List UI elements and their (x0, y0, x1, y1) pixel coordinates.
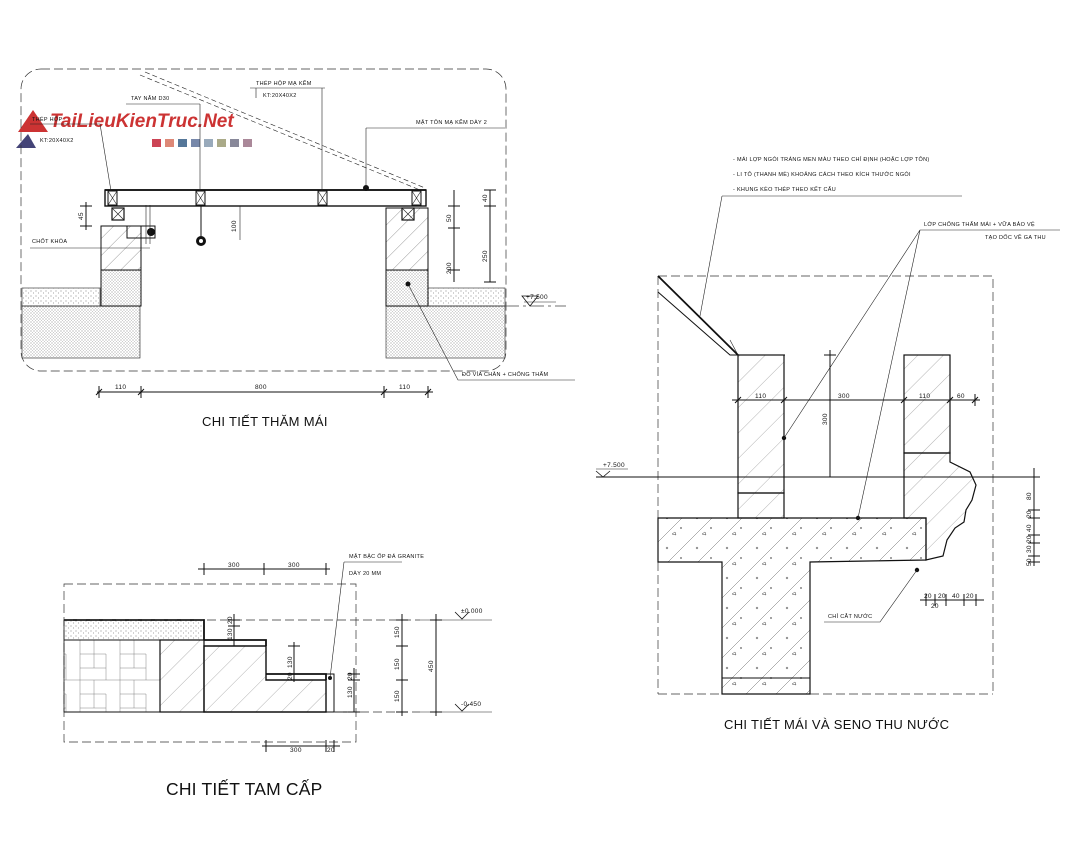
dim-gutter-b1: 20 (938, 593, 946, 600)
dim-step-l3: 130 (287, 656, 294, 668)
dim-gutter-300: 300 (838, 393, 850, 400)
dim-250: 250 (482, 250, 489, 262)
dim-gutter-b4: 20 (931, 603, 939, 610)
latch (147, 228, 155, 236)
note-granite: MẶT BẬC ỐP ĐÁ GRANITE (349, 553, 424, 560)
dim-step-top-0: 300 (228, 562, 240, 569)
right-wall (903, 354, 951, 454)
roof-gutter-dimensions: 110 300 110 60 300 80 20 40 20 30 50 20 … (732, 350, 1040, 610)
dim-gutter-b2: 40 (952, 593, 960, 600)
watermark-logo: TaiLieuKienTruc.Net (16, 110, 252, 148)
label-steel-tube-size: KT:20X40X2 (263, 93, 297, 99)
step-title: CHI TIẾT TAM CẤP (166, 778, 323, 799)
roof-slab (657, 517, 927, 695)
dim-40: 40 (482, 194, 489, 202)
watermark-text: TaiLieuKienTruc.Net (50, 111, 234, 132)
dim-50: 50 (446, 214, 453, 222)
roof-hatch-title: CHI TIẾT THĂM MÁI (202, 414, 328, 429)
label-latch: CHỐT KHÓA (32, 238, 67, 245)
hatch-lid (104, 189, 427, 207)
dim-step-r0: 150 (394, 626, 401, 638)
dim-step-r3: 450 (428, 660, 435, 672)
roof-gutter-labels: - MÁI LỢP NGÓI TRÁNG MEN MÀU THEO CHỈ ĐỊ… (699, 156, 1060, 623)
step-dimensions: 300 300 20 130 130 20 130 20 150 150 150… (198, 562, 442, 754)
note-batten: - LI TÔ (THANH MÈ) KHOẢNG CÁCH THEO KÍCH… (733, 171, 911, 178)
label-sheet: MẶT TÔN MẠ KẼM DÀY 2 (416, 119, 487, 126)
dim-100: 100 (231, 220, 238, 232)
roof-hatch-labels: THÉP HỘP MẠ KẼM KT:20X40X2 TAY NẮM D30 T… (30, 80, 575, 381)
dim-gutter-110-right: 110 (919, 393, 930, 400)
dim-gutter-r1: 20 (1026, 510, 1033, 518)
hatch-boundary (20, 68, 507, 372)
note-thickness: DÀY 20 MM (349, 570, 381, 577)
note-slope: TẠO DỐC VỀ GA THU (985, 234, 1046, 241)
dim-gutter-r2: 40 (1026, 524, 1033, 532)
dim-step-b1: 20 (327, 747, 335, 754)
dim-step-top-1: 300 (288, 562, 300, 569)
roof-gutter-detail: +7.500 (595, 275, 1034, 695)
label-frame: THÉP HỘP (32, 116, 62, 123)
right-curb (385, 207, 429, 271)
dim-gutter-r3: 20 (1026, 535, 1033, 543)
step-detail (63, 583, 420, 743)
left-wall (737, 354, 785, 494)
dim-gutter-r0: 80 (1026, 492, 1033, 500)
dim-gutter-110-left: 110 (755, 393, 766, 400)
dim-45: 45 (78, 212, 85, 220)
roof-hatch-dimensions: 110 800 110 45 100 50 200 40 250 (78, 189, 496, 398)
step-body (203, 645, 327, 713)
dim-step-l2: 20 (287, 672, 294, 680)
label-curb: ĐỔ VỈA CHÂN + CHỐNG THẤM (462, 371, 549, 378)
note-tile: - MÁI LỢP NGÓI TRÁNG MEN MÀU THEO CHỈ ĐỊ… (733, 156, 930, 163)
dim-gutter-height: 300 (822, 413, 829, 425)
note-truss: - KHUNG KÈO THÉP THEO KẾT CẤU (733, 186, 836, 193)
dim-200: 200 (446, 262, 453, 274)
dim-step-r2: 150 (394, 690, 401, 702)
step-labels: MẶT BẬC ỐP ĐÁ GRANITE DÀY 20 MM ±0.000 -… (329, 553, 492, 713)
level-bottom: -0.450 (461, 701, 481, 708)
dim-step-r1: 150 (394, 658, 401, 670)
hatch-level: +7.500 (526, 294, 548, 301)
dim-step-b0: 300 (290, 747, 302, 754)
dim-gutter-b0: 20 (924, 593, 932, 600)
gutter-level: +7.500 (603, 462, 625, 469)
note-waterproof: LỚP CHỐNG THẤM MÁI + VỮA BẢO VỆ (924, 220, 1035, 228)
dim-gutter-60: 60 (957, 393, 965, 400)
dim-110-left: 110 (115, 384, 126, 391)
dim-step-l4: 20 (347, 672, 354, 680)
label-frame-size: KT:20X40X2 (40, 138, 74, 144)
dim-gutter-b3: 20 (966, 593, 974, 600)
roof-gutter-title: CHI TIẾT MÁI VÀ SENO THU NƯỚC (724, 717, 949, 732)
dim-110-right: 110 (399, 384, 410, 391)
label-handle: TAY NẮM D30 (131, 94, 169, 102)
dim-800: 800 (255, 384, 267, 391)
dim-step-l5: 130 (347, 686, 354, 698)
floor-tiles (63, 639, 161, 713)
note-drip: CHỈ CẮT NƯỚC (828, 612, 872, 620)
dim-step-l0: 20 (227, 616, 234, 624)
dim-gutter-r4: 30 (1026, 545, 1033, 553)
dim-gutter-r5: 50 (1026, 558, 1033, 566)
dim-step-l1: 130 (227, 628, 234, 640)
label-steel-tube: THÉP HỘP MẠ KẼM (256, 80, 312, 87)
level-top: ±0.000 (461, 608, 483, 615)
